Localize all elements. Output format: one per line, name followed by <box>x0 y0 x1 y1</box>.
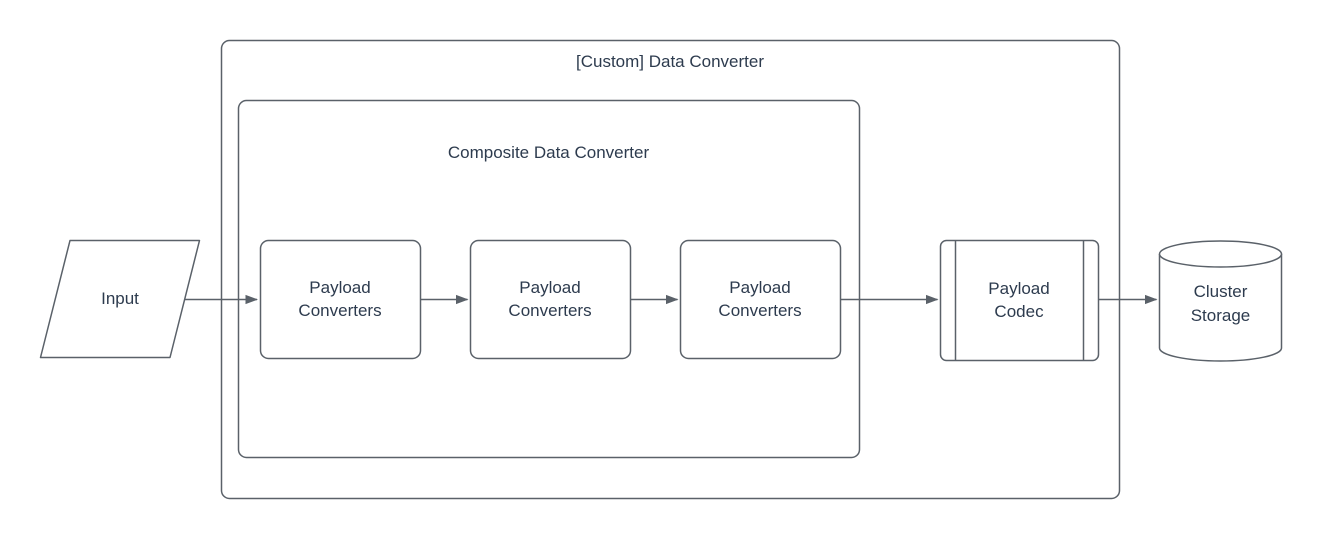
payload-converters-1-label: Payload Converters <box>298 277 382 320</box>
outer-container-title: [Custom] Data Converter <box>575 52 764 71</box>
cluster-storage-label: Cluster Storage <box>1190 282 1251 325</box>
payload-converters-3-label: Payload Converters <box>718 277 802 320</box>
payload-converters-1-shape <box>259 239 422 360</box>
cluster-storage-body <box>1158 254 1283 362</box>
payload-converters-2-label: Payload Converters <box>508 277 592 320</box>
input-shape <box>39 239 201 359</box>
payload-converters-2-shape <box>469 239 632 360</box>
payload-codec-shape <box>939 239 1100 362</box>
payload-codec-label: Payload Codec <box>988 278 1050 321</box>
payload-converters-3-shape <box>679 239 842 360</box>
inner-container-title: Composite Data Converter <box>447 143 650 162</box>
cluster-storage-top <box>1158 240 1283 268</box>
input-label: Input <box>101 289 139 309</box>
